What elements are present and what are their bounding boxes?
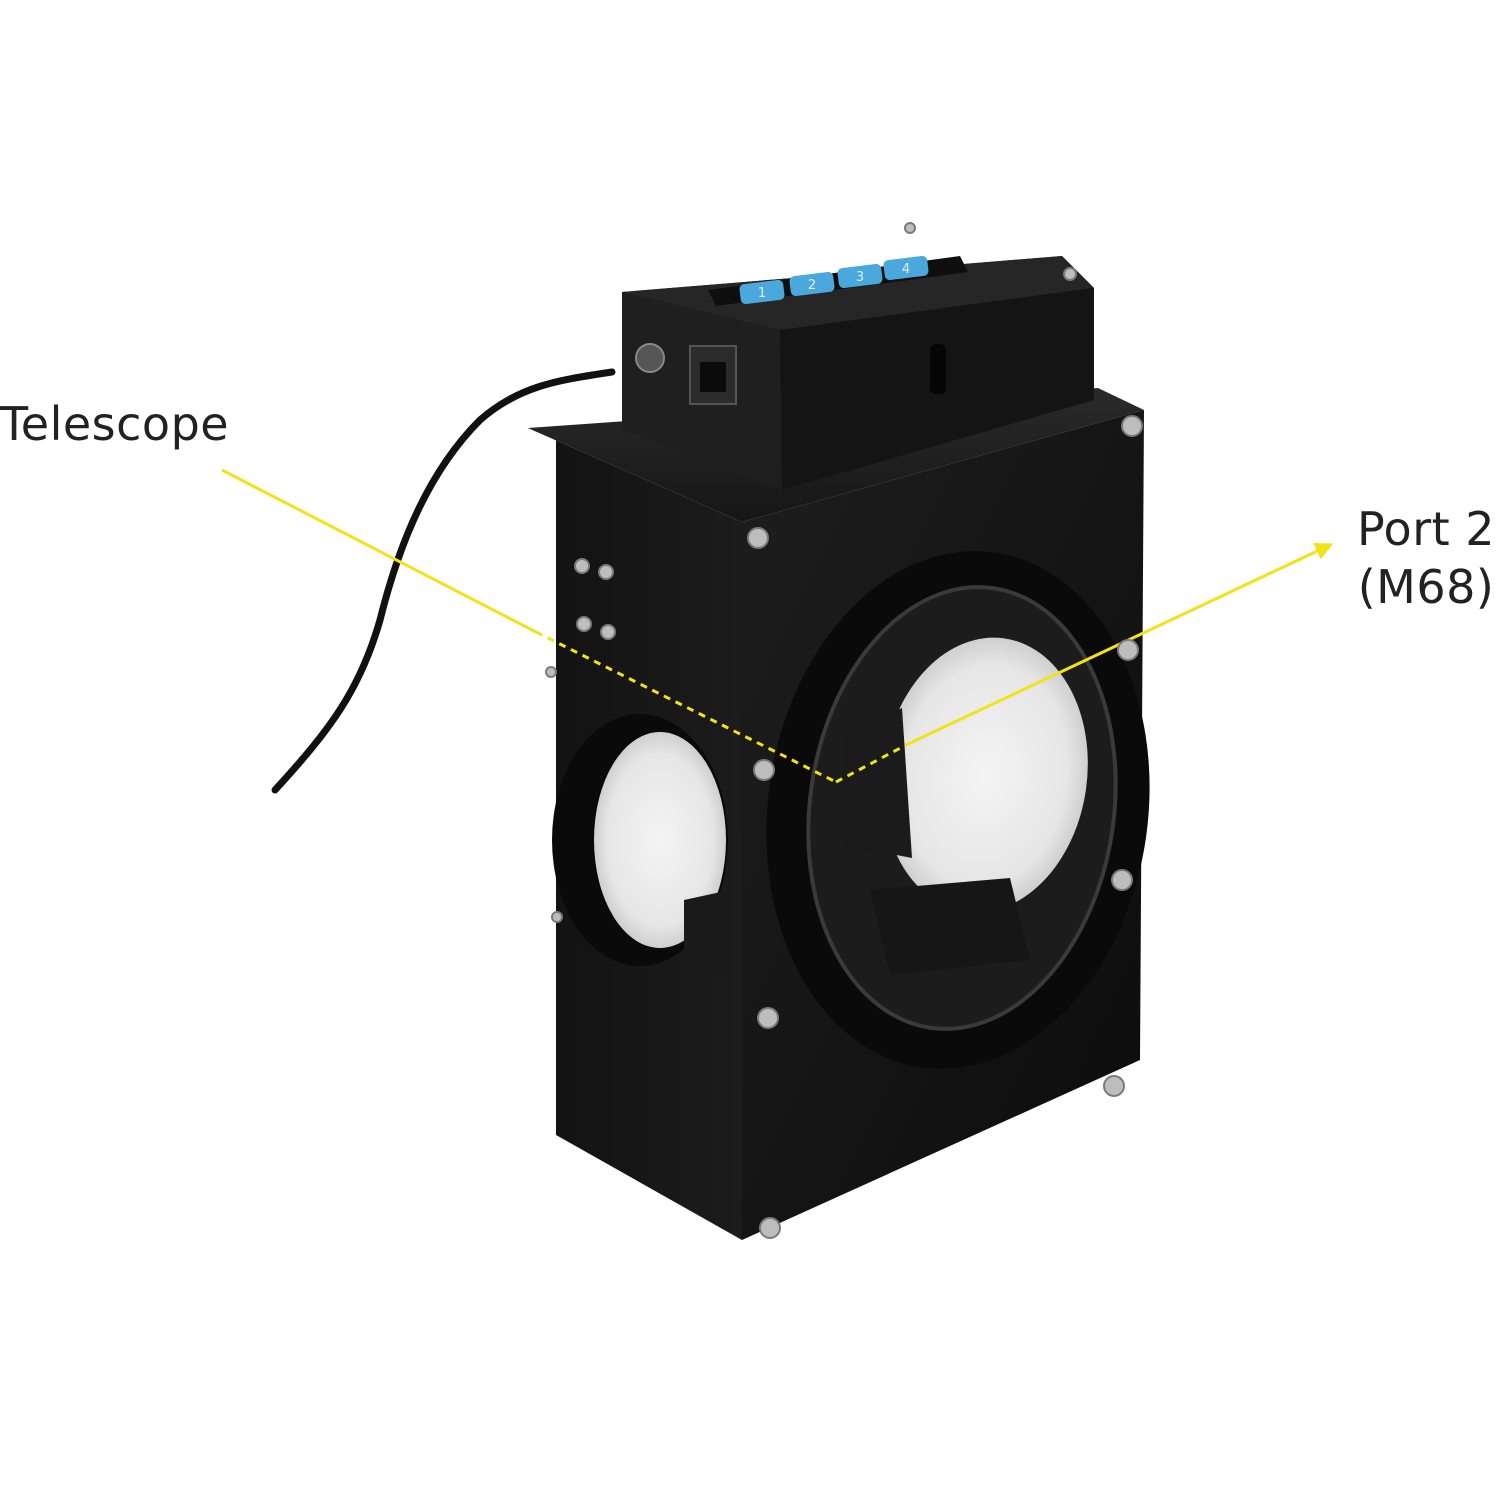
svg-text:3: 3 xyxy=(856,270,864,285)
front-port-opening xyxy=(766,551,1150,1069)
port-2-name: Port 2 xyxy=(1356,502,1496,556)
keypad-button-1: 1 xyxy=(739,279,785,305)
power-cable xyxy=(271,368,616,794)
dc-jack-icon xyxy=(635,343,665,373)
port-2-label: Port 2 (M68) xyxy=(1352,500,1500,616)
svg-text:2: 2 xyxy=(808,278,816,293)
side-port-opening xyxy=(552,714,730,975)
port-2-thread: (M68) xyxy=(1357,560,1495,614)
optical-path xyxy=(221,468,1334,784)
controller-box xyxy=(622,256,1094,490)
keypad-button-4: 4 xyxy=(883,255,929,281)
keypad-button-3: 3 xyxy=(837,263,883,289)
switching-mirror xyxy=(842,708,912,858)
telescope-label: Telescope xyxy=(0,397,230,451)
keypad-buttons: 1 2 3 4 xyxy=(739,255,929,305)
svg-text:4: 4 xyxy=(902,262,910,277)
keypad-button-2: 2 xyxy=(789,271,835,297)
svg-text:1: 1 xyxy=(758,286,766,301)
screws xyxy=(545,222,1143,1239)
